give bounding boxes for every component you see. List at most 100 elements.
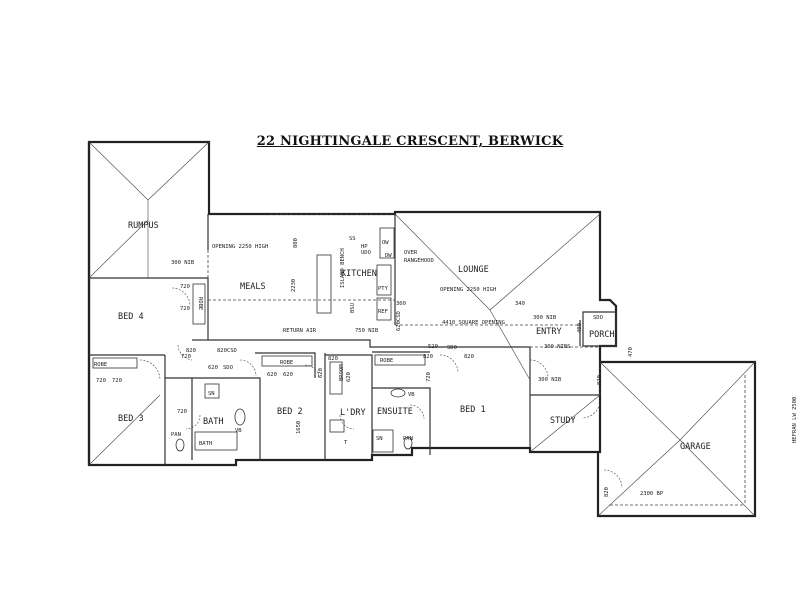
text-line: UDO: [361, 250, 371, 256]
shower-ensuite: [372, 429, 394, 453]
bath-tub-shape: [194, 431, 238, 451]
label-dw: DW: [385, 253, 392, 259]
room-meals: MEALS: [240, 282, 266, 292]
label-robe-bed4: ROBE: [197, 297, 203, 310]
dim-720-e: 720: [177, 409, 187, 415]
dashed-openings: [207, 213, 746, 506]
dim-820-e: 820: [597, 375, 603, 385]
dim-800: 800: [293, 238, 299, 248]
note-nib-entry: 300 NIB: [533, 315, 557, 321]
label-ref: REF: [378, 309, 388, 315]
label-vb-bath: VB: [235, 428, 242, 434]
outer-walls: [87, 140, 757, 518]
label-pan-bath: PAN: [171, 432, 181, 438]
robe-bed1: [374, 354, 426, 366]
label-broom: BROOM: [339, 364, 345, 381]
dim-520: 520: [428, 344, 438, 350]
shower-bath: [204, 383, 220, 399]
toilet-ensuite: [403, 436, 413, 450]
robe-bed4: [192, 283, 206, 325]
room-rumpus: RUMPUS: [128, 221, 159, 231]
note-opening-lounge: OPENING 2250 HIGH: [440, 287, 496, 293]
dim-1650: 1650: [296, 421, 302, 434]
dim-620-a: 620: [208, 365, 218, 371]
fixtures: [92, 227, 426, 453]
dim-820-c: 820: [423, 354, 433, 360]
plan-title: 22 NIGHTINGALE CRESCENT, BERWICK: [256, 134, 564, 149]
vanity-basin-bath: [234, 408, 246, 426]
dim-720-a: 720: [180, 284, 190, 290]
label-pan-ensuite: PAN: [403, 436, 413, 442]
cooktop-shape: [379, 227, 395, 259]
room-entry: ENTRY: [536, 327, 562, 337]
room-bed3: BED 3: [118, 414, 144, 424]
dim-720-f: 720: [181, 354, 191, 360]
label-robe-bed1: ROBE: [380, 358, 393, 364]
dim-720-b: 720: [180, 306, 190, 312]
room-porch: PORCH: [589, 330, 615, 340]
label-bath-tub: BATH: [199, 441, 212, 447]
dim-620-e: 620: [346, 372, 352, 382]
internal-walls: [89, 214, 600, 465]
dim-340: 340: [515, 301, 525, 307]
toilet-bath: [175, 438, 185, 452]
dim-620-b: 620: [267, 372, 277, 378]
note-return-air: RETURN AIR: [283, 328, 317, 334]
dim-820-b: 820: [186, 348, 196, 354]
label-island-bench: ISLAND BENCH: [340, 248, 346, 288]
label-robe-bed3: ROBE: [94, 362, 107, 368]
note-nib-750: 750 NIB: [355, 328, 379, 334]
room-labels: RUMPUS MEALS KITCHEN LOUNGE BED 4 BED 3 …: [118, 221, 711, 452]
dim-720-d: 720: [112, 378, 122, 384]
fixture-labels: ROBE ROBE ROBE ROBE ISLAND BENCH PTY REF…: [94, 236, 415, 447]
dim-620-c: 620: [283, 372, 293, 378]
note-nib-rumpus: 300 NIB: [171, 260, 195, 266]
broom-cupboard: [329, 361, 343, 395]
dim-820-a: 820: [328, 356, 338, 362]
note-csd-820: 820CSD: [217, 348, 237, 354]
room-kitchen: KITCHEN: [341, 269, 377, 279]
label-bsu: BSU: [350, 303, 356, 313]
dim-820-f: 820: [604, 487, 610, 497]
robe-bed3: [92, 357, 138, 369]
label-sn-ensuite: SN: [376, 436, 383, 442]
room-bath: BATH: [203, 417, 223, 427]
robe-bed2: [261, 355, 313, 367]
vanity-basin-ensuite: [390, 388, 406, 398]
dimension-labels: 800 2230 1650 300 340 720 720 720 720 72…: [96, 238, 634, 497]
label-sn-bath: SN: [208, 391, 215, 397]
text-line: HP: [361, 244, 368, 250]
label-ow: OW: [382, 240, 389, 246]
note-nib-study: 300 NIB: [538, 377, 562, 383]
note-garage-door: HEFRAN LW 2500: [792, 397, 798, 443]
dim-400: 400: [577, 323, 583, 333]
label-robe-bed2: ROBE: [280, 360, 293, 366]
dim-2230: 2230: [291, 279, 297, 292]
label-trough: T: [344, 440, 348, 446]
roof-lines: [88, 141, 756, 517]
room-study: STUDY: [550, 416, 576, 426]
laundry-trough: [329, 419, 345, 433]
label-pty: PTY: [378, 286, 389, 292]
note-over-rangehood-1: OVER: [404, 250, 418, 256]
room-garage: GARAGE: [680, 442, 711, 452]
plan-notes: OPENING 2250 HIGH OPENING 2250 HIGH OVER…: [171, 244, 798, 497]
door-swings: [139, 287, 623, 489]
note-nibs-entry: 300 NIBS: [544, 344, 571, 350]
note-csd-620: 620CSD: [396, 311, 402, 331]
label-vb-ensuite: VB: [408, 392, 415, 398]
note-sdo-porch: SDO: [593, 315, 603, 321]
label-ss: SS: [349, 236, 356, 242]
pantry-shape: [376, 264, 392, 296]
room-laundry: L'DRY: [340, 408, 366, 418]
room-bed2: BED 2: [277, 407, 303, 417]
note-over-rangehood-2: RANGEHOOD: [404, 258, 434, 264]
dim-470: 470: [628, 347, 634, 357]
note-garage-bp: 2300 BP: [640, 491, 664, 497]
dim-720-g: 720: [426, 372, 432, 382]
room-bed4: BED 4: [118, 312, 144, 322]
dim-620-d: 620: [318, 368, 324, 378]
note-sdo-bed1: SDO: [447, 345, 457, 351]
dim-820-d: 820: [464, 354, 474, 360]
